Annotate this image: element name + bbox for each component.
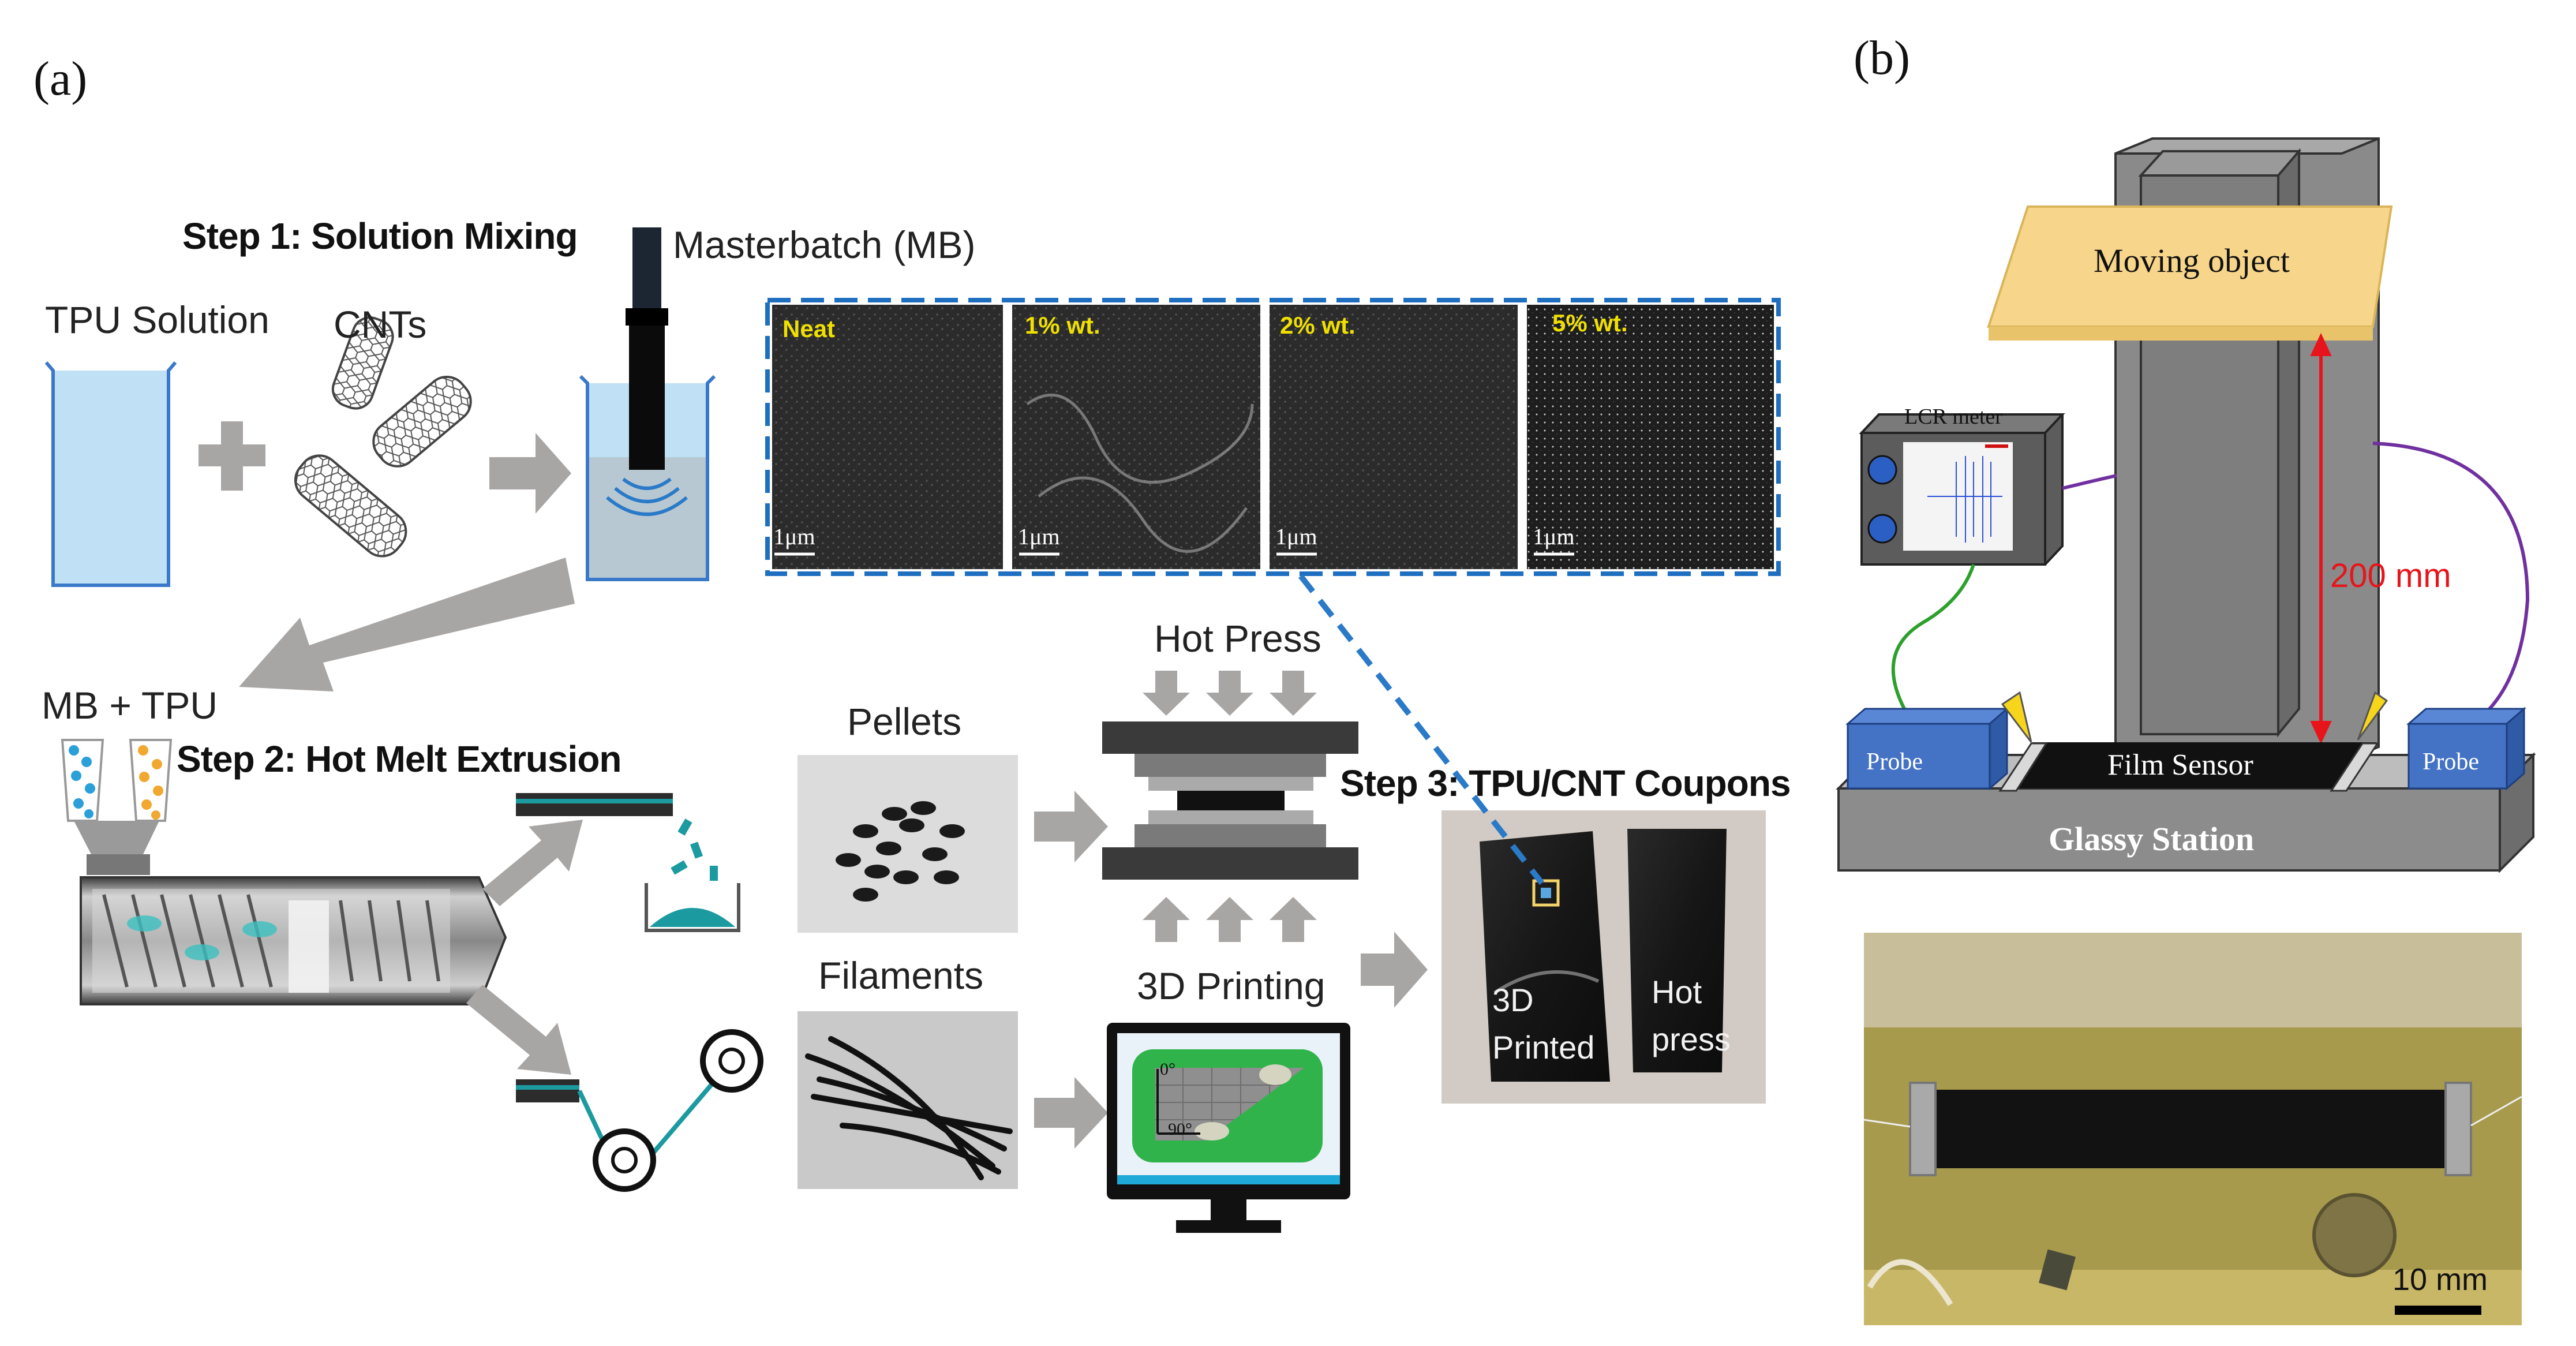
sem-scale-1wt: 1μm xyxy=(1018,524,1060,549)
purple-wire-right xyxy=(2372,442,2530,719)
probe-right-label: Probe xyxy=(2423,749,2479,775)
plus-icon xyxy=(199,421,265,491)
film-sensor-label: Film Sensor xyxy=(2107,749,2253,782)
purple-wire-lcr xyxy=(2062,474,2117,490)
arrow-to-filament-line-icon xyxy=(466,985,571,1075)
pellets-photo xyxy=(797,755,1018,933)
filaments-photo xyxy=(797,1011,1018,1189)
sem-scale-5wt: 1μm xyxy=(1533,524,1575,549)
sem-scale-neat: 1μm xyxy=(773,524,815,549)
panel-a-letter: (a) xyxy=(33,52,88,106)
tpu-beaker-icon xyxy=(44,361,177,587)
sem-label-2wt: 2% wt. xyxy=(1280,312,1356,339)
probe-left-icon xyxy=(1845,691,2032,791)
sem-image-neat xyxy=(772,305,1003,569)
masterbatch-beaker-icon xyxy=(579,227,716,581)
film-sensor-icon xyxy=(2002,742,2376,788)
filaments-label: Filaments xyxy=(818,954,984,997)
coupon-hot-press xyxy=(1627,829,1727,1072)
sem-label-neat: Neat xyxy=(782,315,836,342)
moving-object-icon xyxy=(1987,205,2393,341)
distance-arrow-icon xyxy=(2310,332,2332,745)
extruder-icon xyxy=(80,876,507,1005)
probe-right-icon xyxy=(2357,691,2527,791)
distance-label: 200 mm xyxy=(2330,557,2451,595)
sem-label-1wt: 1% wt. xyxy=(1025,312,1100,339)
lcr-meter-label: LCR meter xyxy=(1904,405,2002,429)
coupon-press-label: Hot press xyxy=(1652,974,1731,1057)
sem-scale-2wt: 1μm xyxy=(1275,524,1317,549)
arrow-filaments-to-printer-icon xyxy=(1034,1077,1108,1149)
hot-press-label: Hot Press xyxy=(1154,617,1321,660)
filament-spool-icon xyxy=(516,1029,763,1192)
mb-tpu-label: MB + TPU xyxy=(42,684,218,727)
arrow-to-masterbatch-icon xyxy=(489,433,571,514)
arrow-to-coupons-icon xyxy=(1361,932,1428,1008)
coupons-photo xyxy=(1441,810,1766,1104)
probe-left-label: Probe xyxy=(1866,749,1923,775)
arrow-to-extruder-icon xyxy=(239,558,575,691)
step2-title: Step 2: Hot Melt Extrusion xyxy=(177,738,621,780)
sem-image-2wt xyxy=(1270,305,1518,569)
green-wire xyxy=(1891,564,1975,710)
sem-image-5wt xyxy=(1527,305,1774,569)
coupon-3d-printed xyxy=(1480,831,1610,1082)
sem-link-line xyxy=(1298,574,1544,885)
step1-title: Step 1: Solution Mixing xyxy=(182,215,578,257)
sem-image-1wt xyxy=(1012,305,1260,569)
moving-object-label: Moving object xyxy=(2094,242,2290,279)
cnts-label: CNTs xyxy=(334,303,427,346)
photo-scale-label: 10 mm xyxy=(2392,1262,2488,1297)
tpu-solution-label: TPU Solution xyxy=(45,298,269,341)
step3-title: Step 3: TPU/CNT Coupons xyxy=(1340,762,1791,804)
3d-printing-label: 3D Printing xyxy=(1137,964,1326,1007)
masterbatch-label: Masterbatch (MB) xyxy=(673,223,976,266)
hot-press-icon xyxy=(1102,671,1358,942)
arrow-to-pellet-line-icon xyxy=(482,820,583,906)
lcr-meter-icon xyxy=(1859,413,2065,566)
strand-pellet-icon xyxy=(516,793,740,932)
pellets-label: Pellets xyxy=(847,700,962,743)
hopper-icon xyxy=(61,739,173,875)
printer-monitor-icon xyxy=(1107,1023,1350,1233)
angle-0-label: 0° xyxy=(1160,1060,1175,1079)
glassy-station-label: Glassy Station xyxy=(2049,820,2255,858)
arrow-pellets-to-press-icon xyxy=(1034,791,1108,862)
angle-90-label: 90° xyxy=(1168,1120,1192,1139)
panel-b-letter: (b) xyxy=(1854,31,1910,85)
sensor-photo xyxy=(1863,933,2522,1325)
sem-label-5wt: 5% wt. xyxy=(1552,309,1628,336)
cnt-icon xyxy=(294,316,472,558)
